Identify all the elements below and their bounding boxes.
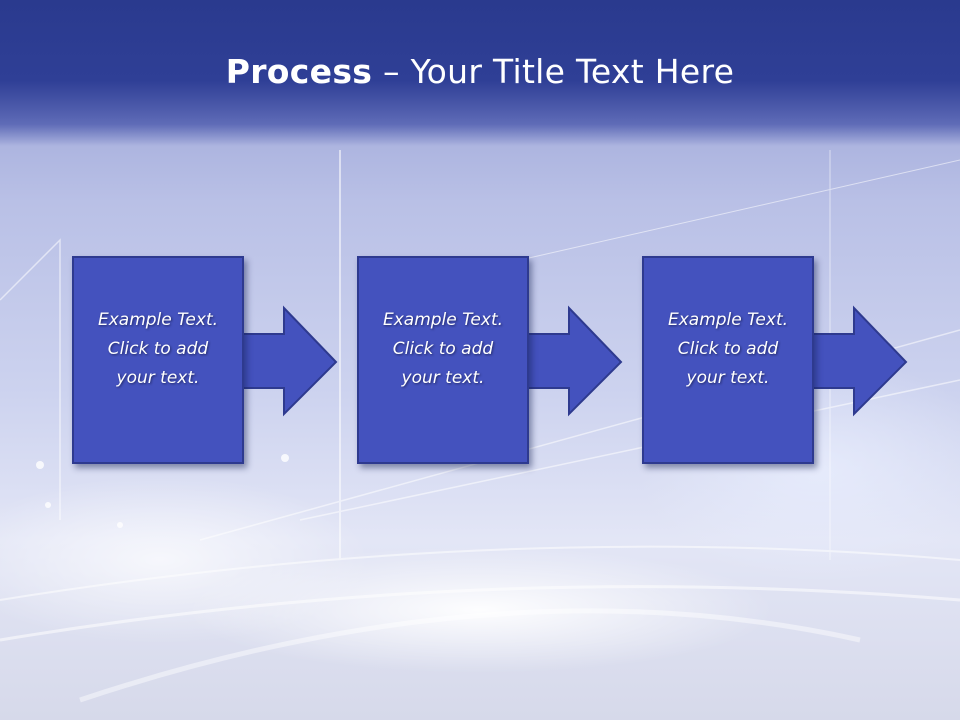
- title-bold: Process: [225, 52, 373, 91]
- process-box-text: Example Text. Click to add your text.: [382, 309, 504, 388]
- process-box-text: Example Text. Click to add your text.: [97, 309, 219, 388]
- process-box-text: Example Text. Click to add your text.: [667, 309, 789, 388]
- process-box[interactable]: Example Text. Click to add your text.: [642, 256, 814, 464]
- process-step-3[interactable]: Example Text. Click to add your text.: [642, 256, 912, 468]
- title-band: [0, 0, 960, 146]
- process-step-1[interactable]: Example Text. Click to add your text.: [72, 256, 342, 468]
- process-box[interactable]: Example Text. Click to add your text.: [72, 256, 244, 464]
- process-box[interactable]: Example Text. Click to add your text.: [357, 256, 529, 464]
- slide-title[interactable]: Process – Your Title Text Here: [0, 52, 960, 91]
- title-rest: – Your Title Text Here: [372, 52, 735, 91]
- process-step-2[interactable]: Example Text. Click to add your text.: [357, 256, 627, 468]
